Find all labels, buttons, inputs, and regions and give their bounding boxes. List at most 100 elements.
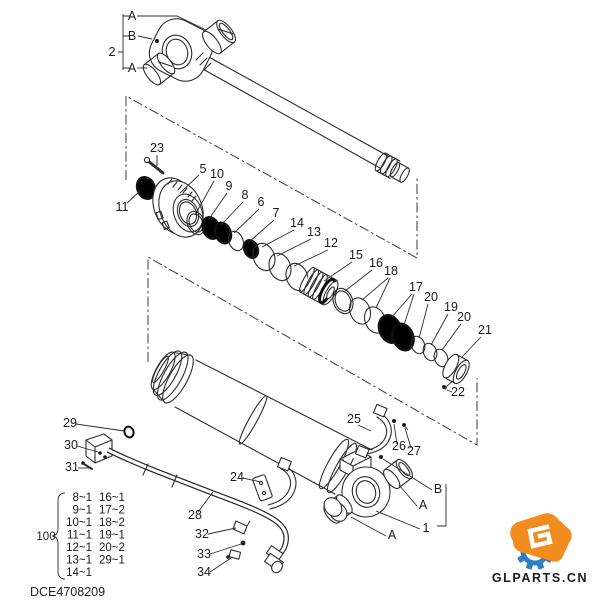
callout-11: 11 <box>116 200 129 214</box>
seal-ring-13 <box>268 252 292 282</box>
callout-7: 7 <box>273 206 280 220</box>
table-cell: 11~1 <box>67 530 92 542</box>
callout-24: 24 <box>230 470 244 484</box>
pipe-nut-33 <box>240 540 246 546</box>
callout-labels: A B 2 A 23 11 5 10 9 8 6 7 14 13 12 15 1… <box>63 9 492 579</box>
table-group-ref: 100 <box>36 531 55 543</box>
top-reference-bracket <box>118 14 207 70</box>
gland-5 <box>152 177 204 238</box>
callout-31: 31 <box>65 460 79 474</box>
seal-ring-14 <box>252 242 276 272</box>
callout-20a: 20 <box>424 290 438 304</box>
bottom-port <box>323 497 348 522</box>
strap-screw-27 <box>402 423 409 431</box>
callout-30: 30 <box>64 438 78 452</box>
table-cell: 8~1 <box>72 492 92 504</box>
piston-15 <box>298 266 339 306</box>
grease-point-b <box>155 39 159 43</box>
pipe-fitting-34 <box>226 549 242 560</box>
callout-23: 23 <box>150 141 164 155</box>
callout-12: 12 <box>324 236 338 250</box>
table-cell: 29~1 <box>99 555 125 567</box>
drawing-number: DCE4708209 <box>30 585 105 599</box>
pipe-28 <box>106 447 289 561</box>
callout-17: 17 <box>409 280 423 294</box>
callout-10: 10 <box>210 167 224 181</box>
table-cell: 9~1 <box>72 505 92 517</box>
callout-25: 25 <box>347 412 361 426</box>
rod-bushing-lower <box>142 52 176 86</box>
gland-knurl <box>167 178 197 202</box>
callout-18: 18 <box>384 264 398 278</box>
callout-34: 34 <box>197 565 211 579</box>
bottom-reference-bracket <box>350 458 447 537</box>
callout-21: 21 <box>478 323 492 337</box>
glparts-watermark: GLPARTS.CN <box>492 513 588 585</box>
callout-19: 19 <box>444 300 458 314</box>
strap-pin-26 <box>392 419 396 423</box>
callout-b-top: B <box>128 29 136 43</box>
seal-ring-19 <box>422 342 438 362</box>
pipe-block-30 <box>85 433 113 464</box>
rod-seal-group <box>135 156 470 391</box>
pipe-bolts-31 <box>81 451 107 470</box>
table-cell: 14~1 <box>66 567 92 579</box>
piston-nut-21 <box>442 353 470 385</box>
table-cell: 13~1 <box>66 555 92 567</box>
callout-29: 29 <box>63 416 77 430</box>
section-boundary-rod-seals <box>125 95 418 259</box>
callout-14: 14 <box>290 216 304 230</box>
callout-20b: 20 <box>457 310 471 324</box>
callout-26: 26 <box>392 439 406 453</box>
callout-22: 22 <box>451 385 465 399</box>
callout-15: 15 <box>349 248 363 262</box>
seal-ring-20a <box>410 335 426 355</box>
callout-a-bottom2: A <box>388 528 397 542</box>
cylinder-tube-assembly <box>150 350 413 524</box>
leader-lines <box>75 155 482 573</box>
o-ring-11 <box>135 175 157 201</box>
brand-text: GLPARTS.CN <box>492 571 588 585</box>
table-cell: 16~1 <box>99 492 125 504</box>
piston-seal-rings <box>332 287 449 368</box>
callout-a-top: A <box>128 9 137 23</box>
callout-28: 28 <box>188 508 202 522</box>
callout-16: 16 <box>369 256 383 270</box>
rod-end-collar <box>374 152 410 183</box>
seal-ring-8 <box>213 221 233 245</box>
pipe-o-ring-29 <box>123 425 135 439</box>
table-cell: 19~1 <box>99 530 125 542</box>
table-cell: 18~2 <box>99 517 125 529</box>
set-screw-22 <box>442 380 454 391</box>
gland-bolt <box>143 156 165 175</box>
seal-ring-7 <box>242 238 260 260</box>
table-cell: 12~1 <box>66 542 92 554</box>
table-cell: 17~2 <box>99 505 125 517</box>
clevis-hatching <box>195 52 212 71</box>
seal-ring-6 <box>227 230 245 252</box>
callout-13: 13 <box>307 225 321 239</box>
tube-strap-25 <box>354 403 392 459</box>
grease-fitting-dot <box>379 455 383 459</box>
barrel-end-cap <box>150 350 194 404</box>
seal-ring-17b <box>391 322 415 352</box>
seal-ring-10-inner <box>188 213 204 233</box>
logo-g-cut <box>527 524 553 549</box>
callout-33: 33 <box>197 547 211 561</box>
pipe-end-fitting <box>264 545 284 574</box>
callout-b-bottom: B <box>434 482 442 496</box>
callout-32: 32 <box>195 527 209 541</box>
pipe-clamp-32 <box>232 520 251 535</box>
tube-weld-line <box>238 395 268 445</box>
table-cell: 20~2 <box>99 542 125 554</box>
callout-1: 1 <box>423 521 430 535</box>
section-boundary-tube <box>147 256 478 446</box>
callout-a-bottom1: A <box>419 498 428 512</box>
quantity-table: 100 8~1 9~1 10~1 11~1 12~1 13~1 14~1 16~… <box>36 492 125 580</box>
seal-ring-16-inner <box>334 290 352 312</box>
callout-2: 2 <box>109 45 116 59</box>
piston-rod-assembly <box>142 18 410 183</box>
seal-ring-16 <box>332 287 354 315</box>
